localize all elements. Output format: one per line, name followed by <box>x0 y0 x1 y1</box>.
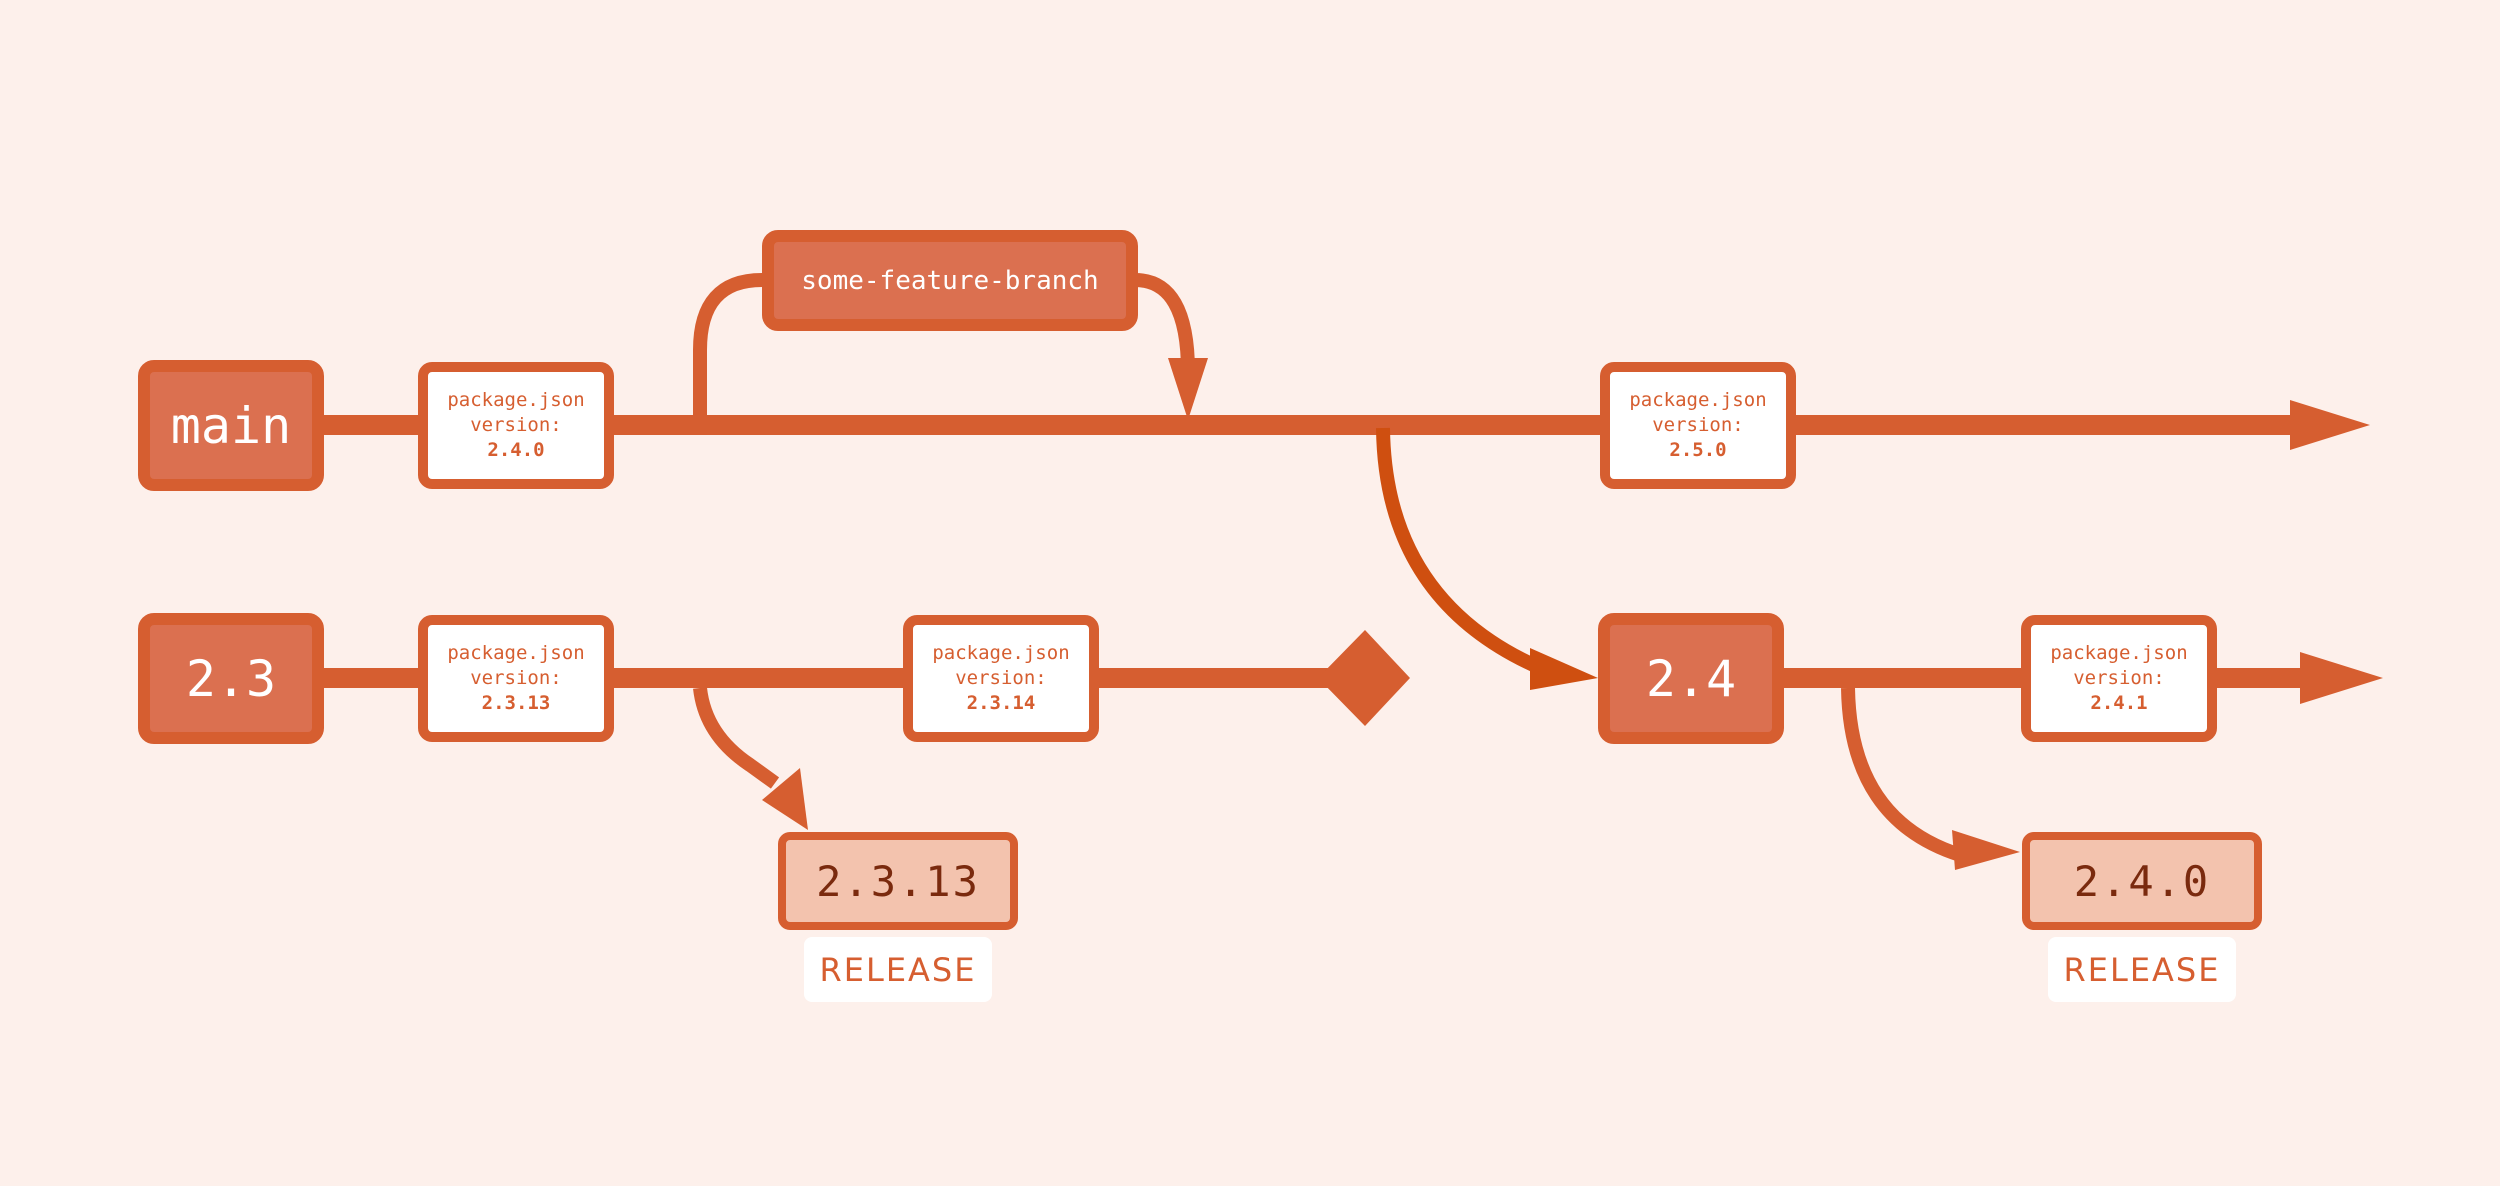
package-main-240: package.json version: 2.4.0 <box>418 362 614 489</box>
release-2313-tag: RELEASE <box>804 937 992 1002</box>
release-version: 2.4.0 <box>2073 856 2211 906</box>
branch-v23: 2.3 <box>138 613 324 744</box>
package-version: 2.3.14 <box>966 692 1036 714</box>
v24-release-arrowhead <box>1952 830 2020 870</box>
feature-branch-label: some-feature-branch <box>801 265 1099 296</box>
package-version: 2.5.0 <box>1669 439 1727 461</box>
v23-release-arrow <box>693 687 780 789</box>
branch-v24-label: 2.4 <box>1645 649 1737 708</box>
package-v23-2313: package.json version: 2.3.13 <box>418 615 614 742</box>
release-240-tag: RELEASE <box>2048 937 2236 1002</box>
v24-release-arrow <box>1841 687 1963 862</box>
package-version: 2.3.13 <box>481 692 551 714</box>
feature-branch: some-feature-branch <box>762 230 1138 331</box>
branch-main: main <box>138 360 324 491</box>
feature-branch-merge <box>1134 273 1195 373</box>
main-arrowhead <box>2290 400 2370 450</box>
v23-end-diamond <box>1318 630 1410 726</box>
package-main-250: package.json version: 2.5.0 <box>1600 362 1796 489</box>
package-file: package.json <box>447 642 585 664</box>
package-file: package.json <box>1629 389 1767 411</box>
cut-v24-arrowhead <box>1530 648 1598 690</box>
release-label-text: RELEASE <box>819 950 977 989</box>
package-version-label: version: <box>955 667 1047 689</box>
package-file: package.json <box>447 389 585 411</box>
release-2313: 2.3.13 <box>778 832 1018 930</box>
release-240: 2.4.0 <box>2022 832 2262 930</box>
feature-branch-out <box>693 273 763 418</box>
branch-v23-label: 2.3 <box>185 649 277 708</box>
package-version: 2.4.0 <box>487 439 545 461</box>
package-version-label: version: <box>470 667 562 689</box>
release-label-text: RELEASE <box>2063 950 2221 989</box>
package-version-label: version: <box>2073 667 2165 689</box>
package-file: package.json <box>932 642 1070 664</box>
feature-merge-arrowhead <box>1168 358 1208 420</box>
v23-release-arrowhead <box>762 768 808 830</box>
branch-v24: 2.4 <box>1598 613 1784 744</box>
package-version-label: version: <box>1652 414 1744 436</box>
package-file: package.json <box>2050 642 2188 664</box>
branch-main-label: main <box>170 396 292 455</box>
package-v23-2314: package.json version: 2.3.14 <box>903 615 1099 742</box>
release-version: 2.3.13 <box>816 856 980 906</box>
v24-arrowhead <box>2300 652 2383 704</box>
cut-v24-arrow <box>1376 427 1543 675</box>
package-v24-241: package.json version: 2.4.1 <box>2021 615 2217 742</box>
package-version-label: version: <box>470 414 562 436</box>
package-version: 2.4.1 <box>2090 692 2148 714</box>
